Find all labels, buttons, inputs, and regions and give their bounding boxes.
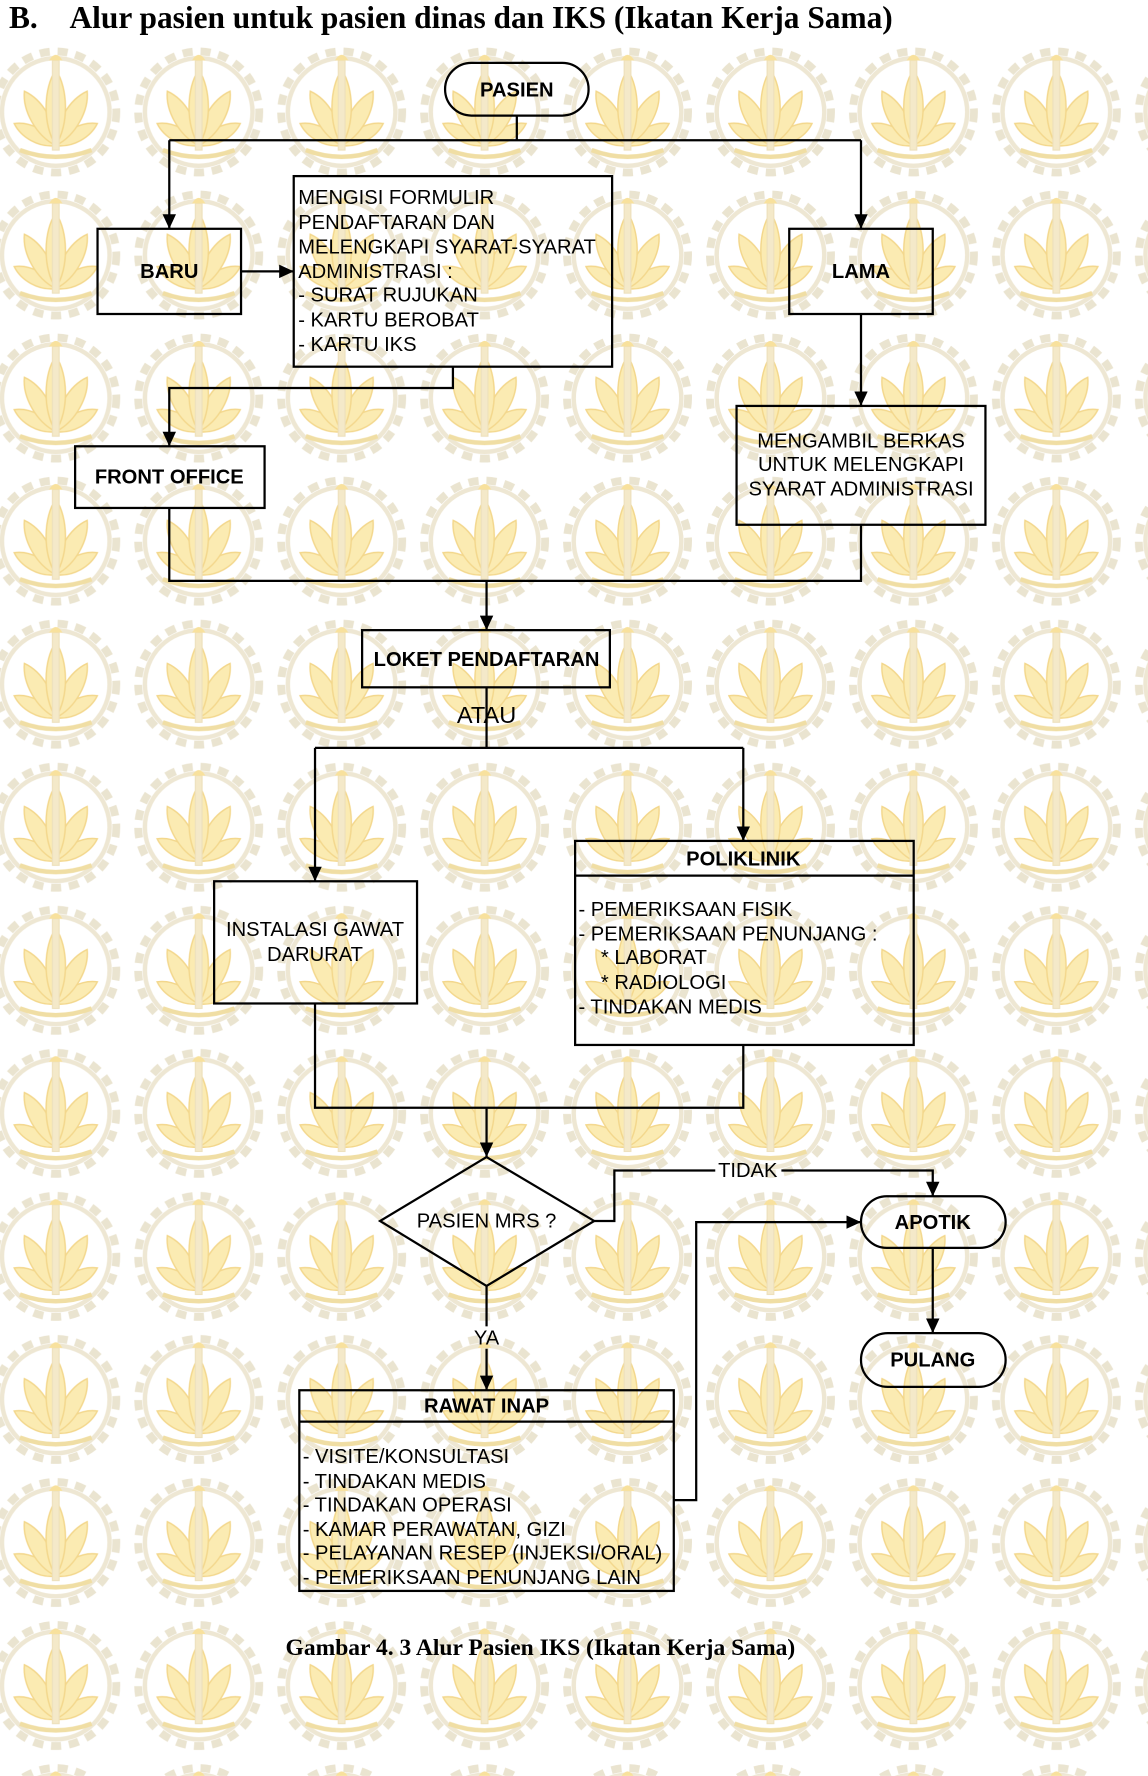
lama-box — [788, 227, 934, 316]
heading-title: Alur pasien untuk pasien dinas dan IKS (… — [70, 0, 893, 35]
heading-number: B. — [9, 0, 38, 35]
start-label: PASIEN — [480, 80, 554, 102]
polyclinic-box — [574, 839, 915, 1047]
decision-no-connector — [594, 1169, 716, 1223]
flowchart-connectors — [162, 115, 940, 1502]
inpatient-item: - PEMERIKSAAN PENUNJANG LAIN — [303, 1567, 641, 1589]
figure-caption: Gambar 4. 3 Alur Pasien IKS (Ikatan Kerj… — [286, 1635, 796, 1661]
inpatient-item: - TINDAKAN OPERASI — [303, 1494, 512, 1516]
lama-label: LAMA — [832, 261, 891, 283]
registration-counter-label: LOKET PENDAFTARAN — [374, 649, 600, 671]
end-node: PULANG — [859, 1331, 1007, 1389]
inpatient-to-apotik-arrow — [673, 1215, 861, 1502]
pharmacy-label: APOTIK — [895, 1212, 972, 1234]
emergency-line: DARURAT — [267, 944, 363, 966]
inpatient-item: - TINDAKAN MEDIS — [303, 1471, 486, 1493]
registration-form-line: ADMINISTRASI : — [298, 261, 453, 283]
baru-box — [96, 227, 243, 316]
registration-form-box — [292, 174, 614, 368]
decision-diamond — [377, 1155, 597, 1288]
end-terminator-shape — [859, 1331, 1007, 1389]
start-node: PASIEN — [443, 61, 590, 117]
retrieve-files-node: MENGAMBIL BERKAS UNTUK MELENGKAPI SYARAT… — [735, 404, 987, 526]
inpatient-item: - KAMAR PERAWATAN, GIZI — [303, 1519, 566, 1541]
emergency-line: INSTALASI GAWAT — [226, 919, 404, 941]
inpatient-title: RAWAT INAP — [424, 1396, 549, 1418]
retrieve-files-line: MENGAMBIL BERKAS — [757, 430, 965, 452]
polyclinic-subitem: * LABORAT — [601, 947, 707, 969]
retrieve-files-line: SYARAT ADMINISTRASI — [748, 479, 973, 501]
decision-no-label: TIDAK — [718, 1160, 778, 1182]
registration-form-line: PENDAFTARAN DAN — [298, 212, 495, 234]
registration-counter-box — [360, 629, 611, 689]
front-office-box — [73, 445, 266, 510]
start-terminator-shape — [443, 61, 590, 117]
registration-form-line: - SURAT RUJUKAN — [298, 285, 478, 307]
inpatient-box — [298, 1389, 675, 1593]
registration-form-node: MENGISI FORMULIR PENDAFTARAN DAN MELENGK… — [292, 174, 614, 368]
inpatient-node: RAWAT INAP - VISITE/KONSULTASI - TINDAKA… — [298, 1389, 675, 1593]
baru-label: BARU — [140, 261, 198, 283]
decision-yes-label: YA — [474, 1327, 500, 1349]
polyclinic-item: - TINDAKAN MEDIS — [578, 997, 761, 1019]
emergency-box — [213, 880, 419, 1005]
merge-connector-top — [168, 507, 863, 582]
polyclinic-subitem: * RADIOLOGI — [601, 972, 726, 994]
registration-form-line: - KARTU BEROBAT — [298, 309, 479, 331]
branch-label: ATAU — [457, 702, 516, 728]
registration-form-line: - KARTU IKS — [298, 334, 416, 356]
end-label: PULANG — [890, 1350, 975, 1372]
emergency-node: INSTALASI GAWAT DARURAT — [213, 880, 419, 1005]
inpatient-item: - VISITE/KONSULTASI — [303, 1446, 509, 1468]
polyclinic-item: - PEMERIKSAAN PENUNJANG : — [578, 924, 877, 946]
registration-form-line: MENGISI FORMULIR — [298, 187, 494, 209]
inpatient-item: - PELAYANAN RESEP (INJEKSI/ORAL) — [303, 1543, 663, 1565]
polyclinic-title: POLIKLINIK — [686, 849, 801, 871]
decision-label: PASIEN MRS ? — [417, 1211, 557, 1233]
pharmacy-node: APOTIK — [859, 1195, 1007, 1249]
retrieve-files-line: UNTUK MELENGKAPI — [758, 454, 964, 476]
registration-counter-node: LOKET PENDAFTARAN — [360, 629, 611, 689]
form-to-front-office-arrow — [162, 366, 455, 447]
pharmacy-terminator-shape — [859, 1195, 1007, 1249]
registration-form-line: MELENGKAPI SYARAT-SYARAT — [298, 236, 596, 258]
decision-no-to-apotik-arrow — [781, 1169, 940, 1197]
baru-node: BARU — [96, 227, 243, 316]
merge-connector-middle — [313, 1003, 745, 1109]
front-office-label: FRONT OFFICE — [95, 466, 244, 488]
polyclinic-item: - PEMERIKSAAN FISIK — [578, 899, 792, 921]
lama-node: LAMA — [788, 227, 934, 316]
decision-node: PASIEN MRS ? — [377, 1155, 597, 1288]
front-office-node: FRONT OFFICE — [73, 445, 266, 510]
polyclinic-node: POLIKLINIK - PEMERIKSAAN FISIK - PEMERIK… — [574, 839, 915, 1047]
retrieve-files-box — [735, 404, 987, 526]
section-heading: B. Alur pasien untuk pasien dinas dan IK… — [9, 0, 893, 35]
